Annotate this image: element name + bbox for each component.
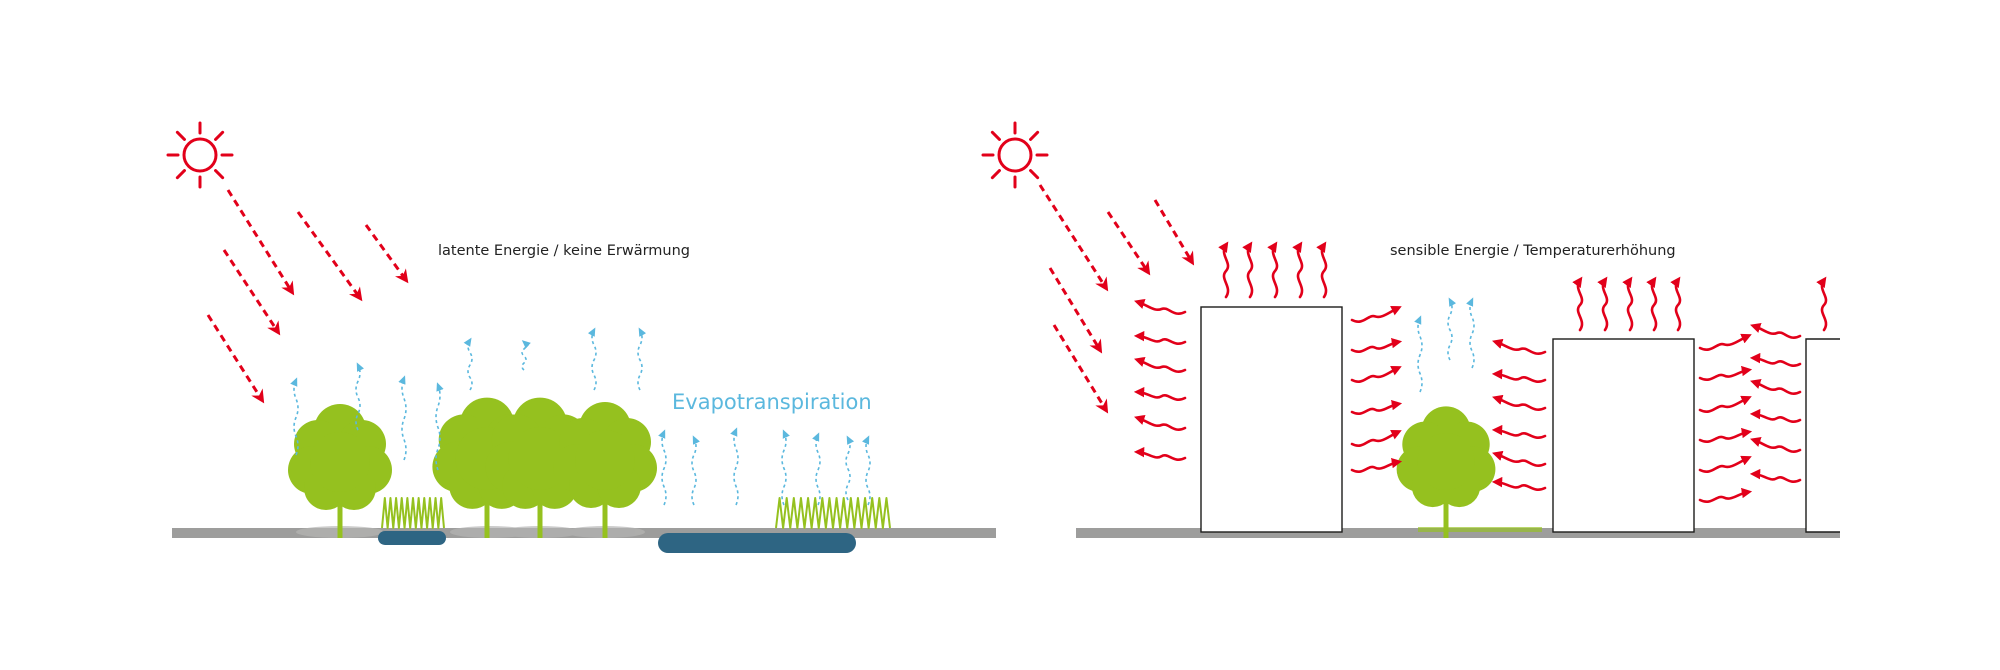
heat-wave-arrow-icon	[1350, 337, 1403, 353]
vapor-arrow-icon	[463, 337, 473, 391]
radiation-arrow-icon	[296, 211, 363, 302]
heat-wave-arrow-icon	[1622, 276, 1634, 332]
left-caption: latente Energie / keine Erwärmung	[438, 243, 690, 259]
heat-wave-arrow-icon	[1491, 476, 1547, 491]
heat-wave-arrow-icon	[1242, 241, 1254, 299]
heat-wave-arrow-icon	[1134, 356, 1187, 373]
heat-wave-arrow-icon	[1698, 365, 1753, 381]
heat-wave-arrow-icon	[1491, 424, 1547, 439]
heat-wave-arrow-icon	[1133, 446, 1187, 461]
heat-wave-arrow-icon	[1134, 414, 1187, 431]
heat-wave-arrow-icon	[1316, 241, 1328, 299]
heat-wave-arrow-icon	[1292, 241, 1304, 299]
vapor-arrows	[290, 327, 871, 506]
radiation-arrow-icon	[1052, 324, 1109, 414]
vapor-arrow-icon	[730, 427, 739, 506]
radiation-arrow-icon	[226, 189, 295, 296]
heat-wave-arrow-icon	[1597, 276, 1609, 332]
heat-wave-arrow-icon	[1133, 386, 1187, 401]
vapor-arrow-icon	[781, 429, 790, 506]
vapor-arrow-icon	[812, 432, 821, 506]
heat-wave-arrow-icon	[1670, 276, 1682, 332]
heat-wave-arrow-icon	[1492, 450, 1547, 467]
vapor-arrow-icon	[658, 429, 667, 506]
heat-wave-arrow-icon	[1492, 394, 1547, 411]
vapor-arrow-icon	[398, 375, 407, 461]
vapor-arrows	[1414, 297, 1475, 393]
heat-wave-arrow-icon	[1749, 468, 1802, 483]
heat-wave-arrow-icon	[1698, 487, 1753, 503]
radiation-arrows	[206, 189, 409, 404]
radiation-arrow-icon	[1153, 199, 1195, 266]
heat-wave-arrow-icon	[1750, 436, 1802, 453]
heat-wave-arrow-icon	[1350, 306, 1402, 323]
heat-wave-arrow-icon	[1491, 368, 1547, 383]
evapotranspiration-label: Evapotranspiration	[672, 390, 872, 414]
tree-shadows	[296, 526, 645, 538]
radiation-arrow-icon	[222, 249, 281, 336]
right-panel: sensible Energie / Temperaturerhöhung	[981, 121, 1840, 538]
building-left	[1200, 306, 1343, 533]
vapor-arrow-icon	[355, 362, 364, 431]
tree	[1396, 406, 1496, 538]
heat-wave-arrow-icon	[1133, 330, 1187, 345]
heat-wave-arrow-icon	[1749, 408, 1802, 423]
vapor-arrow-icon	[587, 327, 597, 391]
vapor-arrow-icon	[1414, 315, 1423, 393]
heat-wave-arrow-icon	[1698, 333, 1752, 351]
heat-wave-arrow-icon	[1749, 352, 1802, 367]
heat-wave-arrow-icon	[1816, 276, 1828, 332]
radiation-arrow-icon	[1106, 211, 1151, 276]
heat-wave-arrow-icon	[1492, 338, 1547, 355]
radiation-arrow-icon	[1038, 184, 1109, 292]
vapor-arrow-icon	[637, 327, 647, 391]
vapor-arrow-icon	[290, 377, 299, 456]
heat-wave-arrow-icon	[1134, 298, 1187, 315]
pond-small	[378, 531, 446, 545]
vapor-arrow-icon	[1466, 297, 1475, 369]
heat-wave-arrow-icon	[1646, 276, 1658, 332]
building-right-partial	[1805, 338, 1840, 533]
sun-icon	[166, 121, 234, 189]
vapor-arrow-icon	[521, 340, 531, 371]
radiation-arrow-icon	[1048, 267, 1103, 354]
heat-wave-arrow-icon	[1350, 399, 1403, 415]
heat-wave-arrow-icon	[1350, 457, 1403, 473]
grass-patch	[1418, 527, 1542, 532]
sun-icon	[981, 121, 1049, 189]
vapor-arrow-icon	[845, 435, 855, 501]
right-caption: sensible Energie / Temperaturerhöhung	[1390, 243, 1676, 259]
radiation-arrow-icon	[206, 314, 265, 404]
building-middle	[1552, 338, 1695, 533]
radiation-arrow-icon	[364, 224, 409, 284]
vapor-arrow-icon	[1447, 297, 1457, 361]
trees	[288, 397, 657, 538]
left-panel: latente Energie / keine Erwärmung Evapot…	[166, 121, 996, 553]
heat-wave-arrow-icon	[1698, 395, 1752, 413]
pond-large	[658, 533, 856, 553]
radiation-arrows	[1038, 184, 1195, 414]
heat-wave-arrow-icon	[1350, 366, 1402, 383]
heat-wave-arrow-icon	[1218, 241, 1230, 299]
heat-wave-arrow-icon	[1698, 455, 1752, 473]
ground-strip-right	[1076, 528, 1840, 538]
grass	[381, 497, 891, 529]
heat-wave-arrow-icon	[1750, 378, 1802, 395]
heat-wave-arrow-icon	[1350, 430, 1402, 447]
vapor-arrow-icon	[691, 435, 700, 506]
vapor-arrow-icon	[862, 435, 871, 506]
heat-wave-arrow-icon	[1750, 322, 1802, 339]
heat-arrows	[1133, 241, 1828, 503]
heat-wave-arrow-icon	[1267, 241, 1279, 299]
heat-wave-arrow-icon	[1698, 427, 1753, 443]
heat-wave-arrow-icon	[1572, 276, 1584, 332]
vapor-arrow-icon	[435, 382, 444, 471]
